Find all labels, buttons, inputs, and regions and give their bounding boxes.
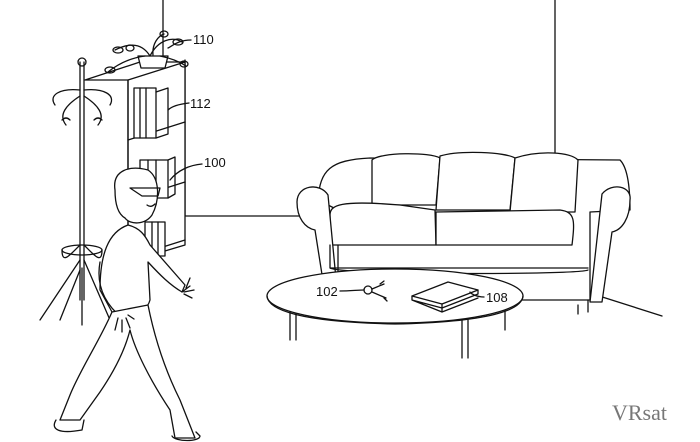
user-with-headset [53, 167, 201, 442]
books-on-table [411, 281, 479, 313]
label-book: 108 [486, 290, 508, 305]
watermark-logo: VRsat [612, 400, 667, 425]
label-bookshelf: 112 [190, 96, 211, 111]
label-plant: 110 [193, 32, 214, 47]
plant [104, 30, 189, 74]
label-user: 100 [204, 155, 226, 170]
label-keys: 102 [316, 284, 338, 299]
coat-rack [39, 57, 113, 326]
sofa [296, 151, 631, 315]
leader-lines [167, 39, 485, 298]
coffee-table [266, 268, 524, 359]
